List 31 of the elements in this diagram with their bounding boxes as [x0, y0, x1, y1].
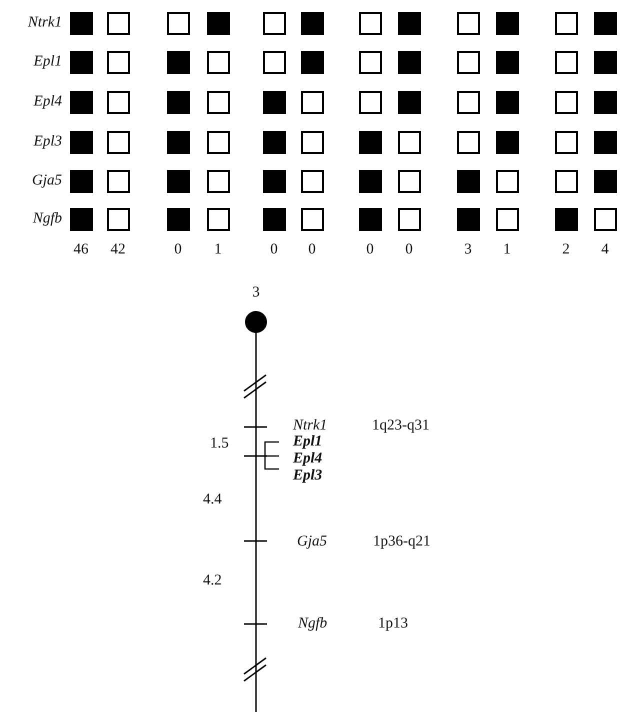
gene-name: Epl4 — [293, 450, 322, 468]
gene-name: Epl3 — [293, 468, 322, 484]
gene-name: Ntrk1 — [293, 418, 328, 434]
gene-name: Ngfb — [32, 210, 62, 228]
gene-name: Epl1 — [34, 54, 62, 70]
count-number: 0 — [366, 242, 374, 258]
gene-name: Ntrk1 — [28, 14, 62, 32]
count-number: 0 — [270, 242, 278, 258]
count-number: 0 — [405, 242, 413, 258]
count-number: 0 — [174, 242, 182, 258]
count-number: 46 — [74, 242, 88, 258]
count-number: 4 — [601, 242, 609, 258]
cytogenetic-position: 1q23-q31 — [372, 418, 430, 434]
count-number: 2 — [562, 242, 570, 258]
count-number: 1 — [214, 242, 222, 258]
count-number: 1 — [503, 242, 511, 258]
cytogenetic-position: 1p36-q21 — [373, 534, 430, 550]
chromosome-number: 3 — [252, 284, 260, 302]
gene-name: Epl1 — [293, 434, 322, 450]
gene-name: Epl3 — [34, 134, 62, 150]
distance-value: 4.2 — [203, 572, 222, 590]
gene-name: Gja5 — [297, 534, 327, 550]
distance-value: 1.5 — [210, 436, 229, 452]
count-number: 0 — [308, 242, 316, 258]
cytogenetic-position: 1p13 — [378, 616, 408, 632]
count-number: 3 — [464, 242, 472, 258]
gene-name: Gja5 — [32, 172, 62, 190]
count-number: 42 — [110, 242, 126, 258]
gene-name: Ngfb — [298, 616, 328, 632]
gene-name: Epl4 — [34, 94, 62, 110]
distance-value: 4.4 — [203, 492, 222, 508]
